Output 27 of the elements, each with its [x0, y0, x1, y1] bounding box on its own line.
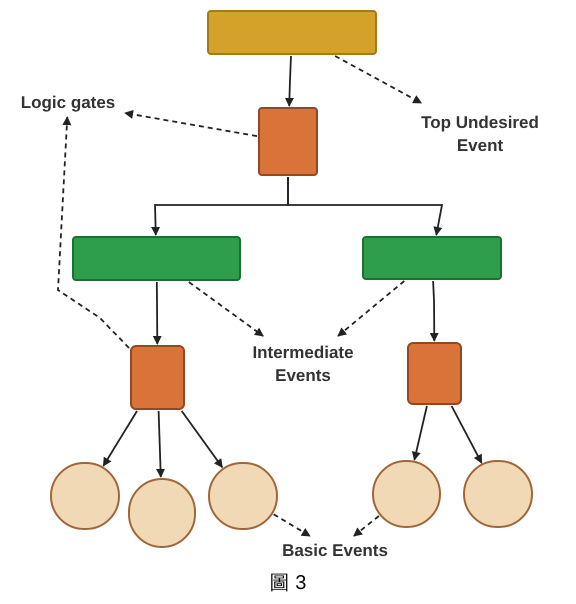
arrow: [412, 406, 428, 461]
arrow: [152, 282, 162, 345]
annotation-label: Intermediate Events: [251, 342, 355, 387]
intermediate-event-box: [72, 236, 241, 281]
dashed-arrow: [57, 116, 130, 349]
arrow: [287, 177, 444, 236]
annotation-label: Logic gates: [20, 92, 116, 114]
gate-box: [258, 107, 318, 176]
gate-box: [407, 342, 462, 405]
arrow: [430, 280, 439, 342]
dashed-arrow: [337, 280, 405, 337]
arrow: [102, 410, 138, 467]
arrow: [180, 410, 224, 468]
gate-box: [130, 345, 185, 410]
dashed-arrow: [273, 514, 311, 537]
arrow: [284, 56, 294, 107]
arrow: [450, 406, 482, 464]
dashed-arrow: [334, 55, 422, 104]
annotation-label: Top Undesired Event: [420, 112, 540, 157]
annotation-label: Basic Events: [282, 540, 388, 562]
dashed-arrow: [124, 110, 258, 137]
top-event-box: [207, 10, 377, 55]
dashed-arrow: [188, 281, 264, 337]
dashed-arrow: [353, 515, 380, 537]
figure-caption: 圖 3: [270, 571, 306, 596]
intermediate-event-box: [362, 236, 502, 280]
arrow: [156, 410, 166, 478]
